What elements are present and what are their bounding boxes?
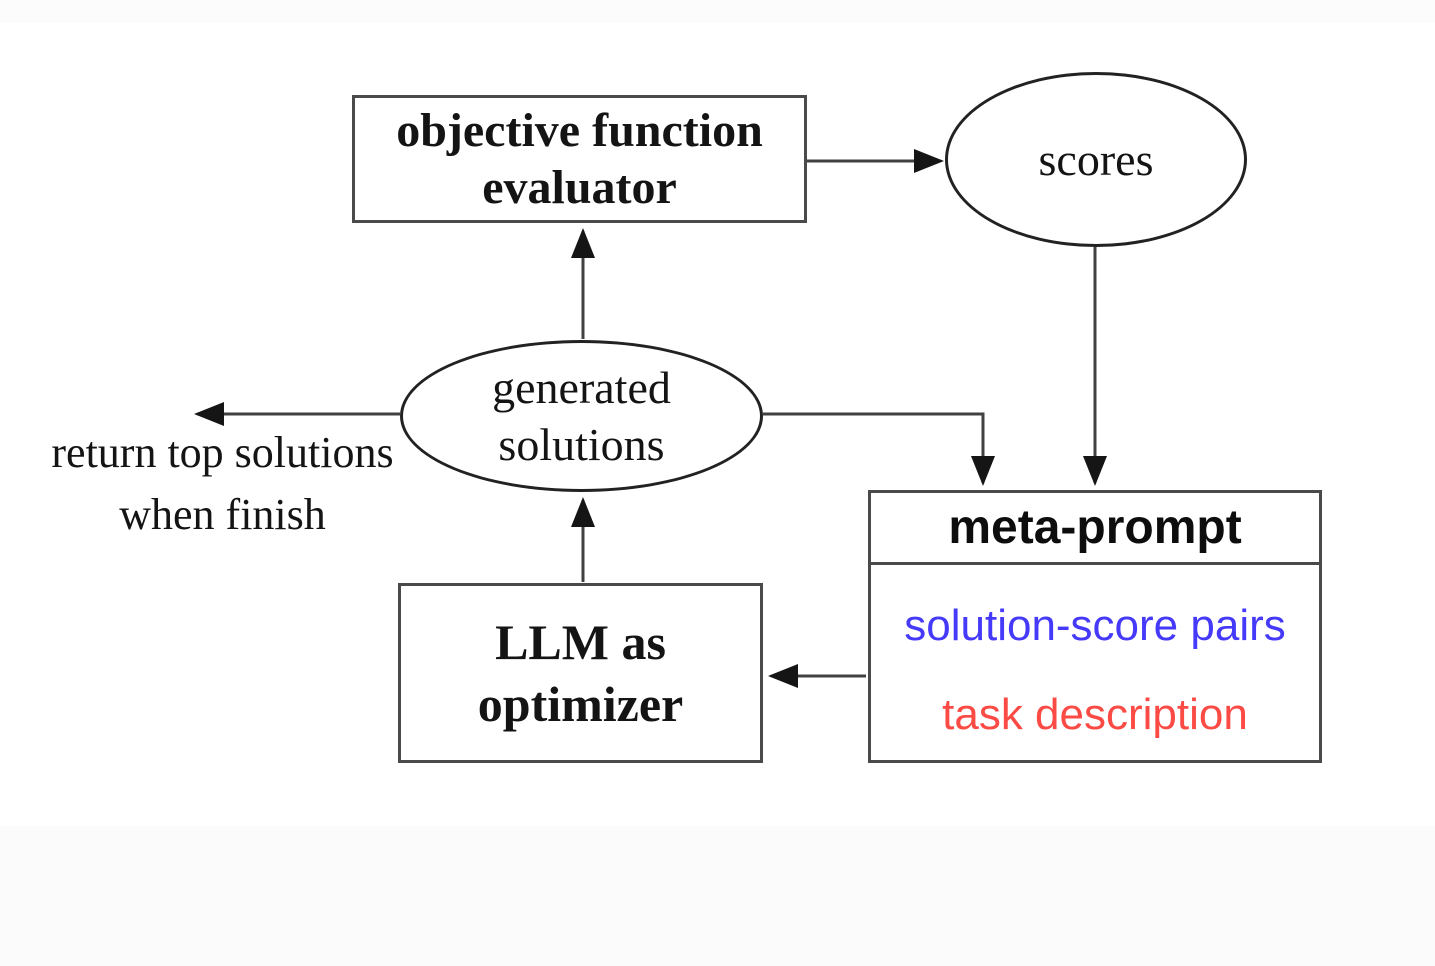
generated-solutions-label-line1: generated bbox=[492, 362, 671, 413]
meta-prompt-box: meta-prompt solution-score pairs task de… bbox=[868, 490, 1322, 763]
llm-label-line2: optimizer bbox=[477, 676, 684, 732]
page-margin-top bbox=[0, 0, 1435, 23]
page-margin-bottom bbox=[0, 826, 1435, 966]
objective-function-evaluator-box: objective function evaluator bbox=[352, 95, 807, 223]
scores-ellipse: scores bbox=[945, 72, 1247, 247]
generated-solutions-label-line2: solutions bbox=[498, 419, 665, 470]
scores-label: scores bbox=[1038, 134, 1154, 185]
evaluator-label-line1: objective function bbox=[396, 104, 763, 157]
meta-prompt-body: solution-score pairs task description bbox=[871, 565, 1319, 760]
generated-solutions-ellipse: generated solutions bbox=[400, 340, 763, 492]
return-note-line1: return top solutions bbox=[51, 428, 394, 477]
task-description-label: task description bbox=[942, 690, 1248, 740]
return-note-line2: when finish bbox=[119, 490, 326, 539]
evaluator-label-line2: evaluator bbox=[482, 161, 677, 214]
meta-prompt-title: meta-prompt bbox=[871, 493, 1319, 565]
llm-label-line1: LLM as bbox=[495, 614, 666, 670]
llm-as-optimizer-box: LLM as optimizer bbox=[398, 583, 763, 763]
return-note: return top solutions when finish bbox=[25, 422, 420, 546]
arrow-generated-to-meta-prompt bbox=[763, 412, 995, 486]
solution-score-pairs-label: solution-score pairs bbox=[904, 600, 1286, 650]
